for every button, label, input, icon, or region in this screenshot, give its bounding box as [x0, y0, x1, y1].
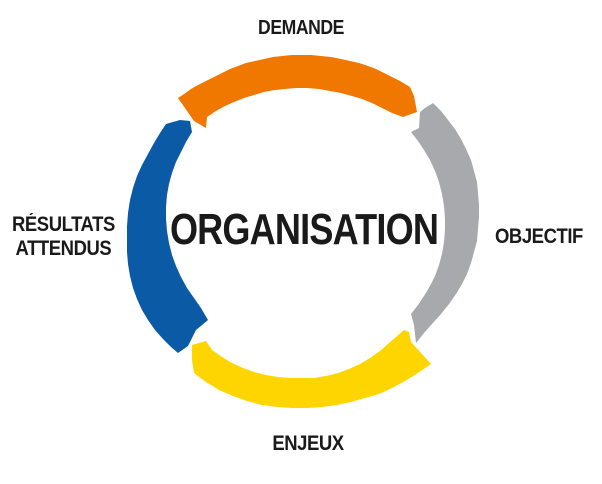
- stage-label-enjeux: ENJEUX: [272, 432, 344, 455]
- stage-label-objectif: OBJECTIF: [495, 225, 583, 248]
- arrow-demande: [178, 55, 417, 128]
- stage-label-resultats-attendus: RÉSULTATS ATTENDUS: [12, 213, 115, 261]
- arrow-resultats: [127, 120, 208, 353]
- stage-label-resultats-line2: ATTENDUS: [15, 237, 112, 260]
- center-title: ORGANISATION: [169, 205, 439, 254]
- stage-label-demande: DEMANDE: [258, 17, 344, 39]
- arrow-enjeux: [192, 330, 431, 408]
- stage-label-resultats-line1: RÉSULTATS: [12, 213, 115, 236]
- arrow-objectif: [411, 103, 479, 343]
